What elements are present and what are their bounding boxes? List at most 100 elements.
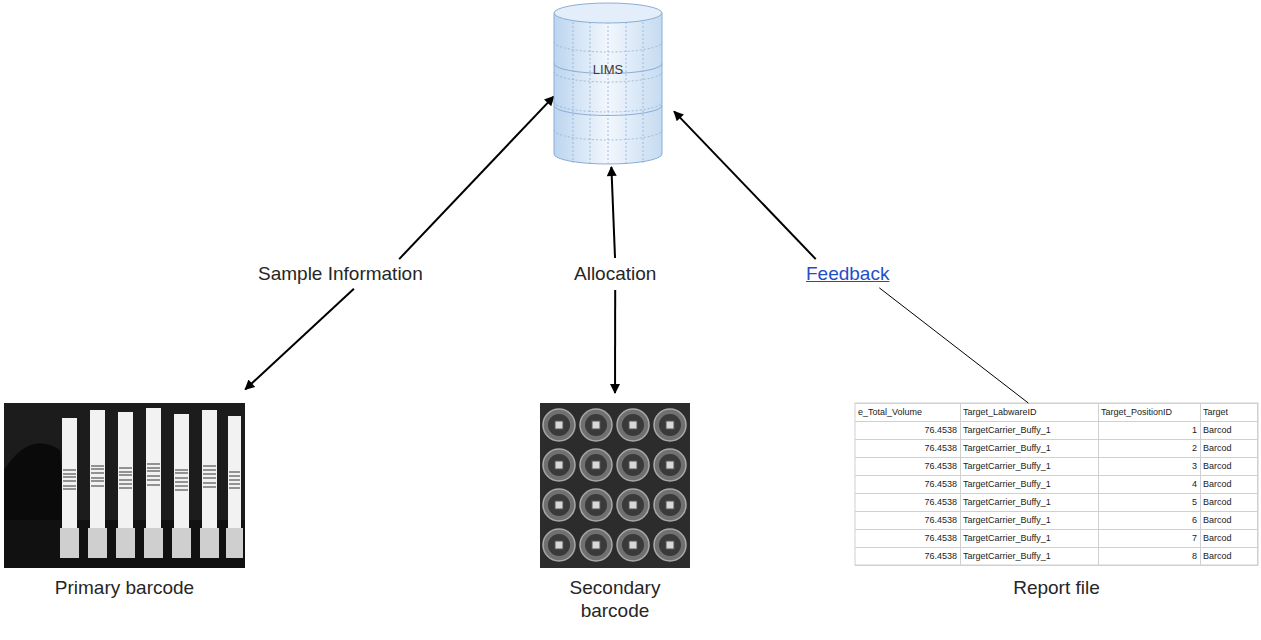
connector-arrow: [399, 96, 554, 259]
tube-rack-photo-part-part: [147, 464, 160, 485]
connector-arrow: [611, 167, 615, 258]
table-cell: 76.4538: [855, 511, 960, 529]
tube-grid-photo-part-part: [659, 414, 681, 436]
table-cell: 76.4538: [855, 493, 960, 511]
connector-arrow: [674, 111, 816, 259]
tube-rack-photo-part-part: [62, 418, 77, 528]
tube-rack-photo-part: [62, 408, 241, 528]
tube-grid-photo-part-part: [617, 409, 649, 441]
tube-rack-photo-part-part: [202, 410, 217, 528]
node-text: Feedback: [806, 262, 889, 286]
connector-arrow: [614, 290, 616, 393]
tube-grid-photo-part-part: [622, 454, 644, 476]
tube-rack-photo-part: [4, 403, 245, 568]
table-cell: 1: [1098, 421, 1200, 439]
report-table-grid: [855, 403, 1258, 566]
connector-arrow: [879, 288, 1028, 403]
table-cell: Barcod: [1200, 529, 1258, 547]
table-cell: TargetCarrier_Buffy_1: [960, 475, 1098, 493]
table-cell: 76.4538: [855, 475, 960, 493]
tube-grid-photo-part-part: [543, 409, 575, 441]
tube-grid-photo-part-part: [622, 494, 644, 516]
table-cell: TargetCarrier_Buffy_1: [960, 529, 1098, 547]
tube-rack-photo-part-part: [60, 528, 79, 558]
tube-grid-photo-part-part: [555, 541, 563, 549]
table-cell: 76.4538: [855, 529, 960, 547]
tube-grid-photo-part-part: [659, 494, 681, 516]
tube-grid-photo-part-part: [622, 414, 644, 436]
table-cell: 2: [1098, 439, 1200, 457]
node-text: Report file: [855, 576, 1258, 599]
tube-grid-photo-part-part: [654, 409, 686, 441]
link-label: Feedback: [806, 262, 889, 286]
tube-rack-photo-part-part: [116, 528, 135, 558]
table-cell: 76.4538: [855, 457, 960, 475]
node-text: Primary barcode: [4, 576, 245, 599]
table-cell: Target_PositionID: [1098, 403, 1200, 421]
tube-rack-photo-part-part: [90, 410, 105, 528]
tube-grid-photo-part-part: [543, 529, 575, 561]
image-node: Primary barcode: [4, 403, 245, 599]
tube-grid-photo-part-part: [629, 461, 637, 469]
table-cell: Barcod: [1200, 421, 1258, 439]
tube-rack-photo-part-part: [146, 408, 161, 528]
tube-grid-photo-part-part: [580, 489, 612, 521]
tube-rack-photo-part-part: [91, 466, 104, 486]
tube-rack-photo-part: [63, 464, 240, 490]
table-cell: TargetCarrier_Buffy_1: [960, 457, 1098, 475]
tube-rack-photo-part: [60, 528, 243, 558]
table-cell: Target_LabwareID: [960, 403, 1098, 421]
report-table-grid-part: [961, 403, 1258, 565]
tube-grid-photo-part-part: [555, 501, 563, 509]
table-cell: TargetCarrier_Buffy_1: [960, 511, 1098, 529]
table-cell: 76.4538: [855, 421, 960, 439]
tube-grid-photo: [540, 403, 690, 568]
tube-grid-photo-part-part: [629, 421, 637, 429]
tube-grid-photo-part-part: [617, 529, 649, 561]
node-text: Sample Information: [258, 262, 423, 286]
flow-label: Sample Information: [258, 262, 423, 286]
connector-arrow: [245, 289, 354, 390]
table-cell: 76.4538: [855, 439, 960, 457]
tube-grid-photo-part-part: [659, 534, 681, 556]
tube-grid-photo-part-part: [592, 501, 600, 509]
table-cell: Barcod: [1200, 439, 1258, 457]
tube-grid-photo-part-part: [548, 414, 570, 436]
tube-grid-photo-part-part: [585, 494, 607, 516]
tube-grid-photo-part-part: [622, 534, 644, 556]
tube-rack-photo-part-part: [172, 528, 191, 558]
tube-rack-photo-part-part: [88, 528, 107, 558]
tube-grid-photo-part-part: [629, 541, 637, 549]
image-node: Secondary barcode: [540, 403, 690, 622]
report-table-grid-part: [855, 404, 1258, 566]
table-cell: 3: [1098, 457, 1200, 475]
tube-grid-photo-part-part: [654, 489, 686, 521]
tube-rack-photo-part-part: [229, 472, 240, 488]
tube-grid-photo-part: [540, 403, 690, 568]
tube-grid-photo-part-part: [543, 449, 575, 481]
tube-grid-photo-part-part: [592, 421, 600, 429]
tube-grid-photo-part-part: [666, 501, 674, 509]
tube-grid-photo-part-part: [585, 414, 607, 436]
flow-label: Allocation: [574, 262, 656, 286]
table-cell: Barcod: [1200, 457, 1258, 475]
table-cell: Barcod: [1200, 493, 1258, 511]
tube-grid-photo-part-part: [555, 421, 563, 429]
tube-grid-photo-part-part: [666, 461, 674, 469]
tube-grid-photo-part-part: [592, 461, 600, 469]
image-node: Report file: [855, 403, 1258, 599]
table-cell: TargetCarrier_Buffy_1: [960, 547, 1098, 565]
tube-grid-photo-part: [548, 414, 681, 556]
table-cell: 6: [1098, 511, 1200, 529]
tube-grid-photo-part-part: [666, 541, 674, 549]
tube-rack-photo-part-part: [118, 412, 133, 528]
cylinder-shape: [553, 2, 663, 165]
report-table-grid-part: [855, 403, 1258, 565]
database-cylinder: LIMS: [553, 2, 663, 165]
tube-rack-photo-part-part: [175, 470, 188, 490]
tube-rack-photo-part-part: [203, 466, 216, 487]
tube-grid-photo-part-part: [580, 449, 612, 481]
node-text: Secondary barcode: [560, 576, 670, 622]
tube-grid-photo-part-part: [617, 489, 649, 521]
tube-rack-photo-part-part: [119, 468, 132, 488]
